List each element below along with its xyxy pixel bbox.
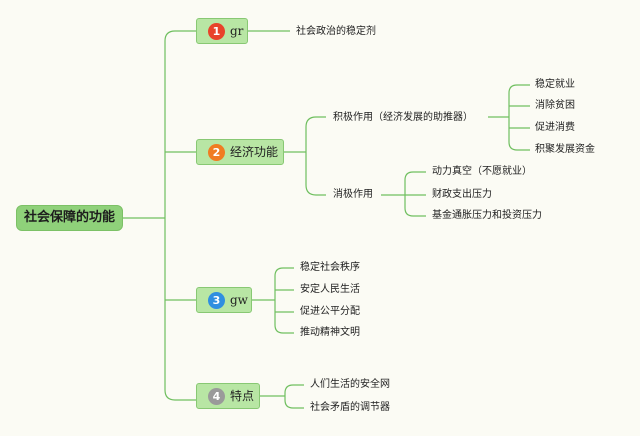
branch-label-4: 特点 <box>230 389 255 403</box>
branch-label-1: gr <box>230 24 244 38</box>
leaf-node[interactable]: 动力真空（不愿就业） <box>432 166 532 177</box>
leaf-node[interactable]: 安定人民生活 <box>300 284 360 295</box>
number-badge-4: 4 <box>208 387 225 405</box>
branch-node-2[interactable]: 2 经济功能 <box>196 139 284 165</box>
leaf-node[interactable]: 人们生活的安全网 <box>310 379 390 390</box>
branch-node-4[interactable]: 4 特点 <box>196 383 260 409</box>
leaf-node[interactable]: 促进消费 <box>535 122 575 133</box>
leaf-node[interactable]: 社会矛盾的调节器 <box>310 402 390 413</box>
leaf-node[interactable]: 稳定就业 <box>535 79 575 90</box>
branch-label-2: 经济功能 <box>230 145 279 159</box>
leaf-node[interactable]: 积聚发展资金 <box>535 144 595 155</box>
number-badge-1: 1 <box>208 22 225 40</box>
branch-label-3: gw <box>230 293 248 307</box>
sub-node-positive[interactable]: 积极作用（经济发展的助推器） <box>333 112 473 123</box>
number-badge-2: 2 <box>208 143 225 161</box>
leaf-node[interactable]: 推动精神文明 <box>300 327 360 338</box>
leaf-node[interactable]: 稳定社会秩序 <box>300 262 360 273</box>
leaf-node[interactable]: 社会政治的稳定剂 <box>296 26 376 37</box>
leaf-node[interactable]: 基金通胀压力和投资压力 <box>432 210 542 221</box>
leaf-node[interactable]: 促进公平分配 <box>300 306 360 317</box>
branch-node-1[interactable]: 1 gr <box>196 18 248 44</box>
root-node[interactable]: 社会保障的功能 <box>16 205 123 231</box>
leaf-node[interactable]: 财政支出压力 <box>432 189 492 200</box>
number-badge-3: 3 <box>208 291 225 309</box>
branch-node-3[interactable]: 3 gw <box>196 287 252 313</box>
sub-node-negative[interactable]: 消极作用 <box>333 189 373 200</box>
leaf-node[interactable]: 消除贫困 <box>535 100 575 111</box>
